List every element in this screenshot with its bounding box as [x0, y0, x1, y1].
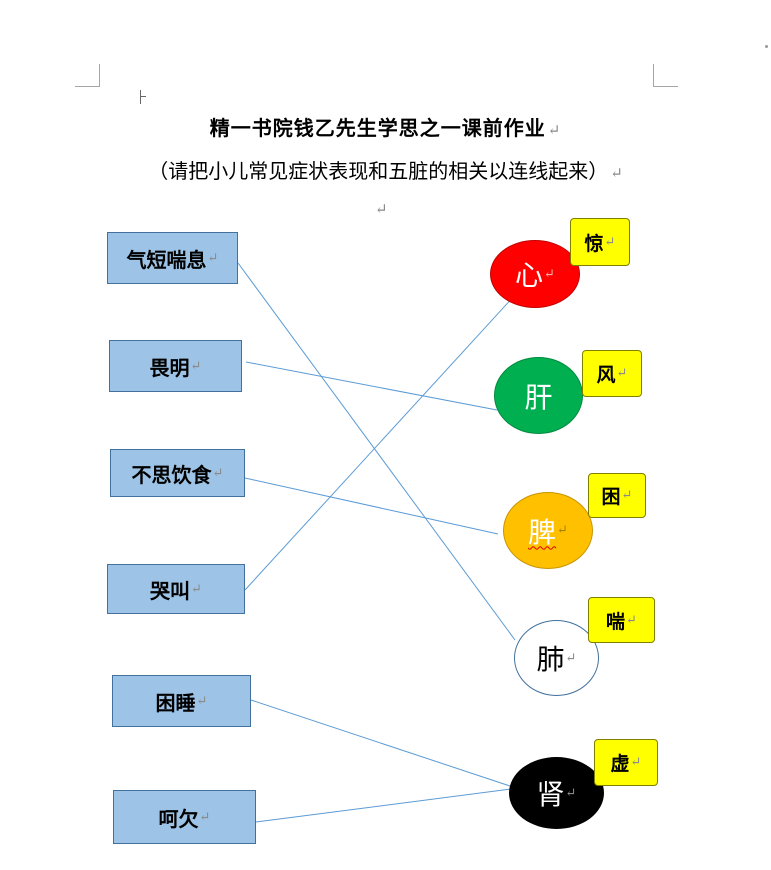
organ-circle-xin[interactable]: 心↵ — [490, 240, 580, 308]
tag-label: 喘 — [606, 610, 626, 633]
paragraph-mark-icon: ↵ — [212, 465, 224, 481]
organ-label: 脾 — [528, 515, 557, 549]
paragraph-mark-icon: ↵ — [616, 366, 628, 381]
paragraph-mark-icon: ↵ — [565, 785, 577, 801]
organ-label: 肝 — [524, 380, 553, 414]
symptom-box-weiming[interactable]: 畏明↵ — [109, 340, 242, 392]
paragraph-mark-icon: ↵ — [196, 693, 208, 709]
symptom-box-qiduan[interactable]: 气短喘息↵ — [107, 232, 238, 284]
tag-kun[interactable]: 困↵ — [588, 473, 646, 518]
symptom-label: 畏明 — [149, 355, 190, 380]
connection-line-busi-pi — [244, 477, 499, 535]
connection-line-weiming-gan — [245, 361, 498, 411]
paragraph-mark-icon: ↵ — [191, 581, 202, 597]
empty-paragraph-mark-icon: ↵ — [375, 200, 388, 218]
page-corner-mark-left — [75, 64, 100, 87]
organ-circle-pi[interactable]: 脾↵ — [503, 492, 593, 569]
organ-label: 肺 — [536, 643, 565, 676]
organ-label: 心 — [515, 259, 544, 292]
paragraph-mark-icon: ↵ — [190, 358, 202, 374]
connection-line-kunshui-shen — [250, 699, 514, 788]
page-title: 精一书院钱乙先生学思之一课前作业↵ — [209, 116, 562, 140]
paragraph-mark-icon: ↵ — [626, 612, 637, 628]
paragraph-mark-icon: ↵ — [630, 755, 642, 770]
paragraph-mark-icon: ↵ — [547, 121, 562, 139]
paragraph-mark-icon: ↵ — [544, 266, 555, 282]
organ-circle-shen[interactable]: 肾↵ — [509, 757, 604, 829]
symptom-box-busiyinshi[interactable]: 不思饮食↵ — [110, 449, 245, 497]
paragraph-mark-icon: ↵ — [610, 164, 623, 182]
symptom-box-haqian[interactable]: 呵欠↵ — [113, 790, 256, 844]
page-corner-mark-right — [653, 64, 678, 87]
connection-line-qiduan-fei — [237, 262, 516, 641]
symptom-label: 不思饮食 — [131, 462, 212, 487]
tag-label: 风 — [596, 364, 616, 386]
tag-label: 虚 — [610, 753, 630, 775]
scroll-dot — [765, 45, 768, 48]
paragraph-mark-icon: ↵ — [565, 650, 577, 666]
organ-circle-fei[interactable]: 肺↵ — [514, 620, 599, 696]
paragraph-mark-icon: ↵ — [557, 523, 568, 538]
tag-label: 困 — [601, 486, 621, 508]
text-cursor-icon — [140, 90, 146, 104]
paragraph-mark-icon: ↵ — [621, 488, 633, 503]
tag-xu[interactable]: 虚↵ — [594, 739, 658, 786]
organ-circle-gan[interactable]: 肝 — [494, 357, 583, 434]
symptom-label: 气短喘息 — [126, 247, 207, 272]
connection-line-haqian-shen — [255, 788, 512, 823]
tag-label: 惊 — [584, 232, 604, 255]
paragraph-mark-icon: ↵ — [604, 234, 616, 250]
symptom-label: 呵欠 — [158, 806, 199, 831]
symptom-label: 困睡 — [155, 690, 196, 715]
organ-label: 肾 — [536, 778, 565, 811]
symptom-box-kujiao[interactable]: 哭叫↵ — [107, 564, 245, 614]
tag-feng[interactable]: 风↵ — [582, 350, 642, 397]
tag-jing[interactable]: 惊↵ — [570, 218, 630, 266]
symptom-label: 哭叫 — [150, 578, 191, 603]
symptom-box-kunshui[interactable]: 困睡↵ — [112, 675, 251, 727]
paragraph-mark-icon: ↵ — [199, 809, 211, 825]
page-subtitle: （请把小儿常见症状表现和五脏的相关以连线起来）↵ — [148, 159, 623, 183]
connection-line-kujiao-xin — [244, 294, 516, 591]
paragraph-mark-icon: ↵ — [207, 250, 219, 266]
tag-chuan[interactable]: 喘↵ — [588, 597, 655, 643]
